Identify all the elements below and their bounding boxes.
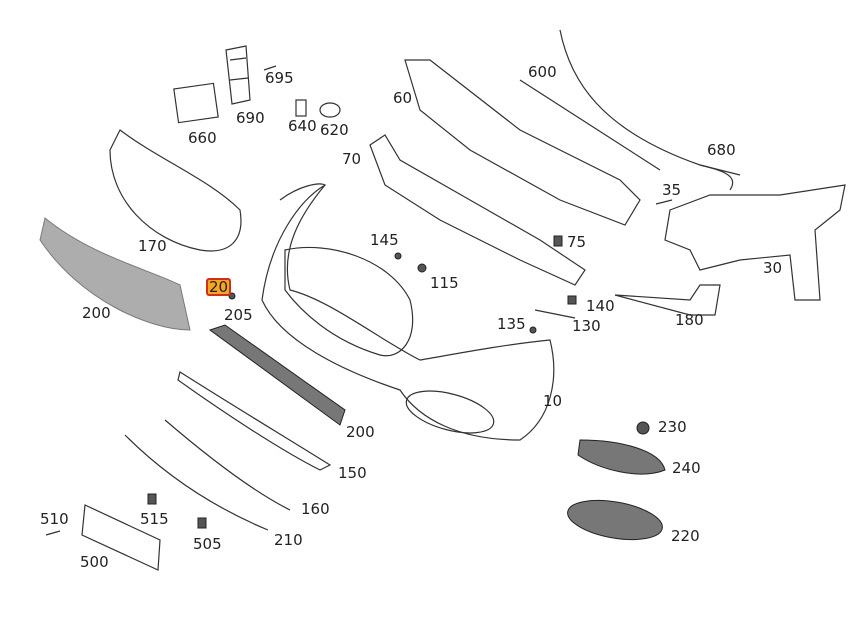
- label-220[interactable]: 220: [671, 527, 700, 545]
- label-170[interactable]: 170: [138, 237, 167, 255]
- part-695-screw: [263, 65, 277, 71]
- label-20-highlighted[interactable]: 20: [206, 278, 232, 296]
- label-30[interactable]: 30: [763, 259, 783, 277]
- label-115[interactable]: 115: [430, 274, 459, 292]
- label-180[interactable]: 180: [675, 311, 704, 329]
- part-500-plate-holder: [81, 504, 161, 571]
- part-35-screw: [655, 199, 673, 205]
- label-210[interactable]: 210: [274, 531, 303, 549]
- label-680[interactable]: 680: [707, 141, 736, 159]
- part-640-sensor: [295, 99, 307, 117]
- label-75[interactable]: 75: [567, 233, 587, 251]
- label-140[interactable]: 140: [586, 297, 615, 315]
- label-145[interactable]: 145: [370, 231, 399, 249]
- label-510[interactable]: 510: [40, 510, 69, 528]
- part-510-screw: [45, 530, 61, 536]
- part-140-clip: [567, 295, 577, 305]
- label-690[interactable]: 690: [236, 109, 265, 127]
- label-130[interactable]: 130: [572, 317, 601, 335]
- label-600[interactable]: 600: [528, 63, 557, 81]
- label-240[interactable]: 240: [672, 459, 701, 477]
- part-515-clip: [147, 493, 157, 505]
- part-680-line: [699, 164, 734, 191]
- label-200-lower[interactable]: 200: [346, 423, 375, 441]
- part-145-clip: [394, 252, 402, 260]
- part-135-clip: [529, 326, 537, 334]
- part-60-absorber: [404, 59, 641, 226]
- part-660-module: [173, 82, 219, 124]
- part-170-grille-frame: [109, 129, 242, 252]
- label-205[interactable]: 205: [224, 306, 253, 324]
- label-35[interactable]: 35: [662, 181, 682, 199]
- label-200-upper[interactable]: 200: [82, 304, 111, 322]
- part-130-strip: [534, 309, 576, 319]
- label-135[interactable]: 135: [497, 315, 526, 333]
- part-70-bracket: [369, 134, 586, 286]
- part-150-trim: [177, 371, 332, 471]
- part-10-bumper-opening: [284, 246, 414, 357]
- label-230[interactable]: 230: [658, 418, 687, 436]
- part-30-carrier: [664, 184, 846, 301]
- part-600-harness: [519, 29, 741, 176]
- label-70[interactable]: 70: [342, 150, 362, 168]
- part-75-clip: [553, 235, 563, 247]
- label-160[interactable]: 160: [301, 500, 330, 518]
- label-620[interactable]: 620: [320, 121, 349, 139]
- part-115-clip: [417, 263, 427, 273]
- part-160-strip: [164, 419, 291, 511]
- label-10[interactable]: 10: [543, 392, 563, 410]
- part-240-trim: [577, 439, 666, 475]
- label-60[interactable]: 60: [393, 89, 413, 107]
- part-10-foglight-opening: [405, 390, 495, 434]
- part-505-clip: [197, 517, 207, 529]
- part-220-grille: [567, 499, 663, 541]
- label-660[interactable]: 660: [188, 129, 217, 147]
- label-515[interactable]: 515: [140, 510, 169, 528]
- part-180-bracket: [614, 284, 721, 316]
- part-690-bracket: [225, 45, 251, 105]
- part-10-bumper: [261, 183, 555, 441]
- label-505[interactable]: 505: [193, 535, 222, 553]
- part-230-sensor: [636, 421, 650, 435]
- label-150[interactable]: 150: [338, 464, 367, 482]
- part-200-lower-grille: [208, 324, 346, 426]
- part-200-grille: [39, 217, 191, 331]
- label-695[interactable]: 695: [265, 69, 294, 87]
- label-500[interactable]: 500: [80, 553, 109, 571]
- label-640[interactable]: 640: [288, 117, 317, 135]
- part-210-strip: [124, 434, 269, 531]
- part-620-sensor: [319, 102, 341, 118]
